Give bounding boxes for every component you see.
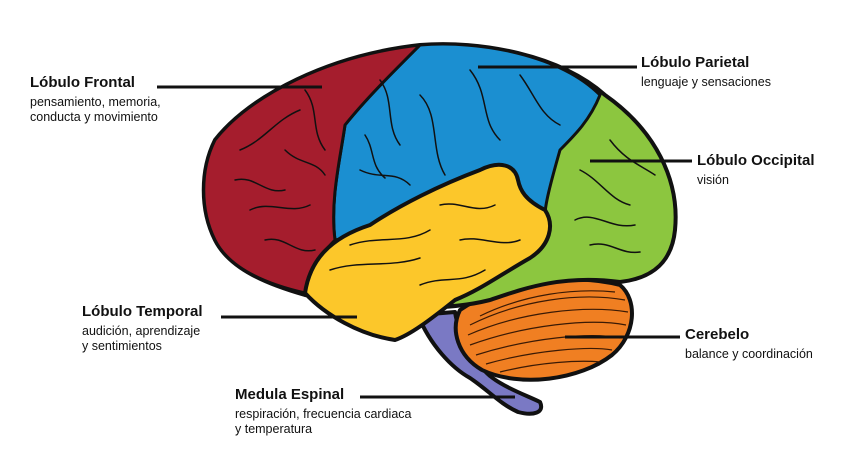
parietal-desc-line: lenguaje y sensaciones bbox=[641, 74, 771, 89]
frontal-desc: pensamiento, memoria, conducta y movimie… bbox=[30, 95, 161, 126]
temporal-desc-line: audición, aprendizaje bbox=[82, 323, 201, 338]
temporal-desc-line: y sentimientos bbox=[82, 339, 162, 354]
spinal-desc-line: y temperatura bbox=[235, 422, 313, 437]
cerebellum-desc: balance y coordinación bbox=[685, 347, 813, 363]
spinal-title: Medula Espinal bbox=[235, 386, 345, 403]
cerebellum-folds bbox=[467, 290, 629, 373]
brain-sulci bbox=[234, 69, 656, 286]
temporal-title: Lóbulo Temporal bbox=[82, 303, 203, 320]
leader-lines bbox=[157, 65, 692, 399]
cerebellum-title: Cerebelo bbox=[685, 326, 750, 343]
temporal-lobe-region bbox=[303, 162, 552, 342]
label-temporal: Lóbulo Temporal audición, aprendizaje y … bbox=[82, 303, 203, 355]
label-occipital: Lóbulo Occipital visión bbox=[697, 152, 815, 188]
parietal-desc: lenguaje y sensaciones bbox=[641, 75, 771, 91]
frontal-lobe-region bbox=[202, 43, 422, 295]
cerebellum-desc-line: balance y coordinación bbox=[685, 346, 813, 361]
frontal-title: Lóbulo Frontal bbox=[30, 74, 135, 91]
label-parietal: Lóbulo Parietal lenguaje y sensaciones bbox=[641, 54, 771, 90]
label-cerebellum: Cerebelo balance y coordinación bbox=[685, 326, 813, 362]
temporal-desc: audición, aprendizaje y sentimientos bbox=[82, 324, 203, 355]
occipital-title: Lóbulo Occipital bbox=[697, 152, 815, 169]
frontal-desc-line: pensamiento, memoria, bbox=[30, 94, 161, 109]
frontal-desc-line: conducta y movimiento bbox=[30, 110, 158, 125]
parietal-title: Lóbulo Parietal bbox=[641, 54, 750, 71]
spinal-desc: respiración, frecuencia cardiaca y tempe… bbox=[235, 407, 411, 438]
label-frontal: Lóbulo Frontal pensamiento, memoria, con… bbox=[30, 74, 161, 126]
occipital-desc: visión bbox=[697, 173, 815, 189]
spinal-desc-line: respiración, frecuencia cardiaca bbox=[235, 406, 412, 421]
occipital-desc-line: visión bbox=[697, 172, 729, 187]
label-spinal: Medula Espinal respiración, frecuencia c… bbox=[235, 386, 411, 438]
